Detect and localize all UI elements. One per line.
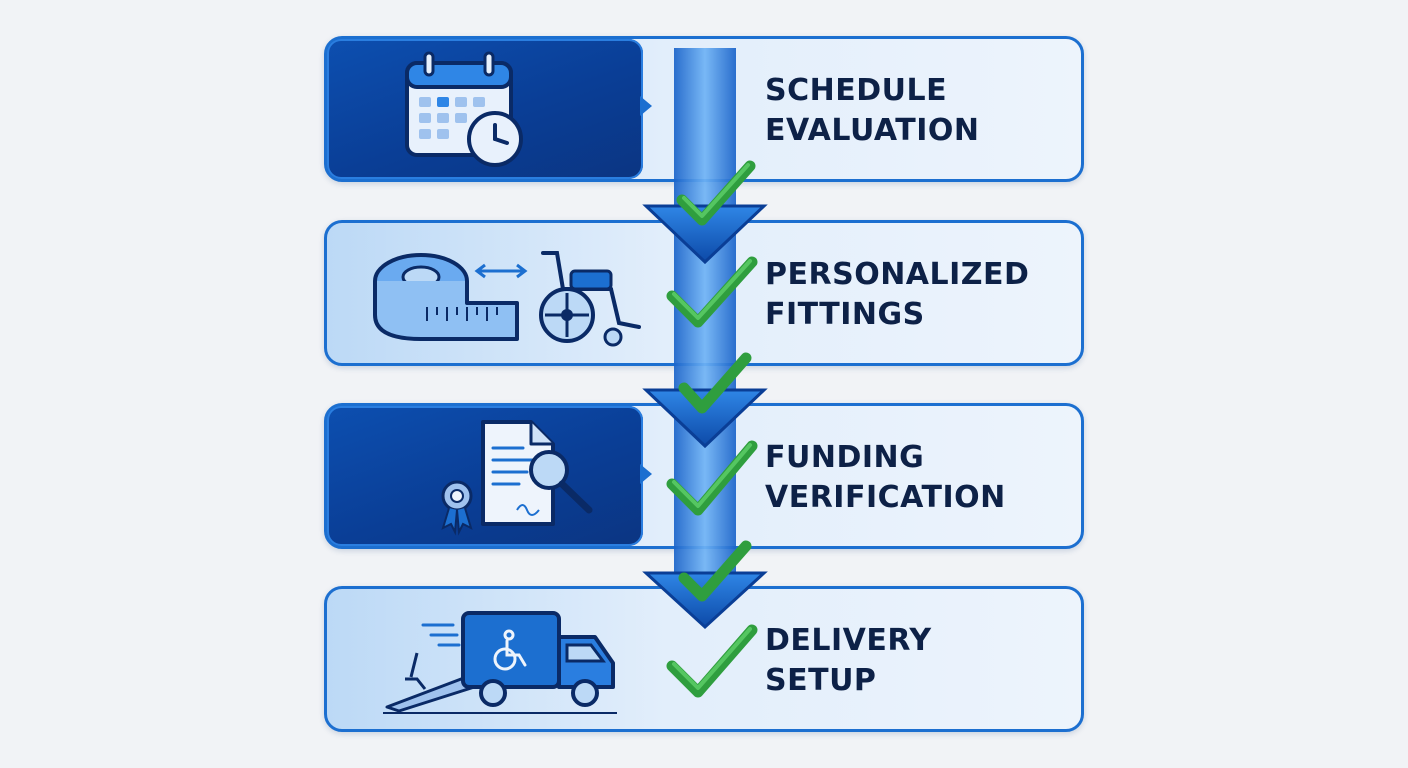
step-label-line1: SCHEDULE bbox=[765, 73, 948, 108]
step-label-line2: VERIFICATION bbox=[765, 480, 1006, 515]
calendar-clock-icon bbox=[405, 51, 523, 167]
step-label: DELIVERY SETUP bbox=[765, 621, 1065, 701]
step-label: SCHEDULE EVALUATION bbox=[765, 71, 1065, 151]
step-label-line1: PERSONALIZED bbox=[765, 257, 1030, 292]
icon-panel bbox=[327, 406, 643, 546]
step-card-funding-verification: FUNDING VERIFICATION bbox=[324, 403, 1084, 549]
step-label: PERSONALIZED FITTINGS bbox=[765, 255, 1065, 335]
icon-panel bbox=[327, 39, 643, 179]
step-card-personalized-fittings: PERSONALIZED FITTINGS bbox=[324, 220, 1084, 366]
measuring-tape-wheelchair-icon bbox=[373, 251, 641, 347]
icon-panel bbox=[327, 223, 647, 363]
step-label-line2: FITTINGS bbox=[765, 297, 925, 332]
step-card-delivery-setup: DELIVERY SETUP bbox=[324, 586, 1084, 732]
step-label-line1: FUNDING bbox=[765, 440, 925, 475]
step-label: FUNDING VERIFICATION bbox=[765, 438, 1065, 518]
step-label-line2: EVALUATION bbox=[765, 113, 980, 148]
icon-panel bbox=[327, 589, 647, 729]
step-card-schedule-evaluation: SCHEDULE EVALUATION bbox=[324, 36, 1084, 182]
step-label-line1: DELIVERY bbox=[765, 623, 932, 658]
document-magnifier-icon bbox=[441, 420, 593, 536]
delivery-truck-icon bbox=[383, 611, 617, 714]
step-label-line2: SETUP bbox=[765, 663, 877, 698]
